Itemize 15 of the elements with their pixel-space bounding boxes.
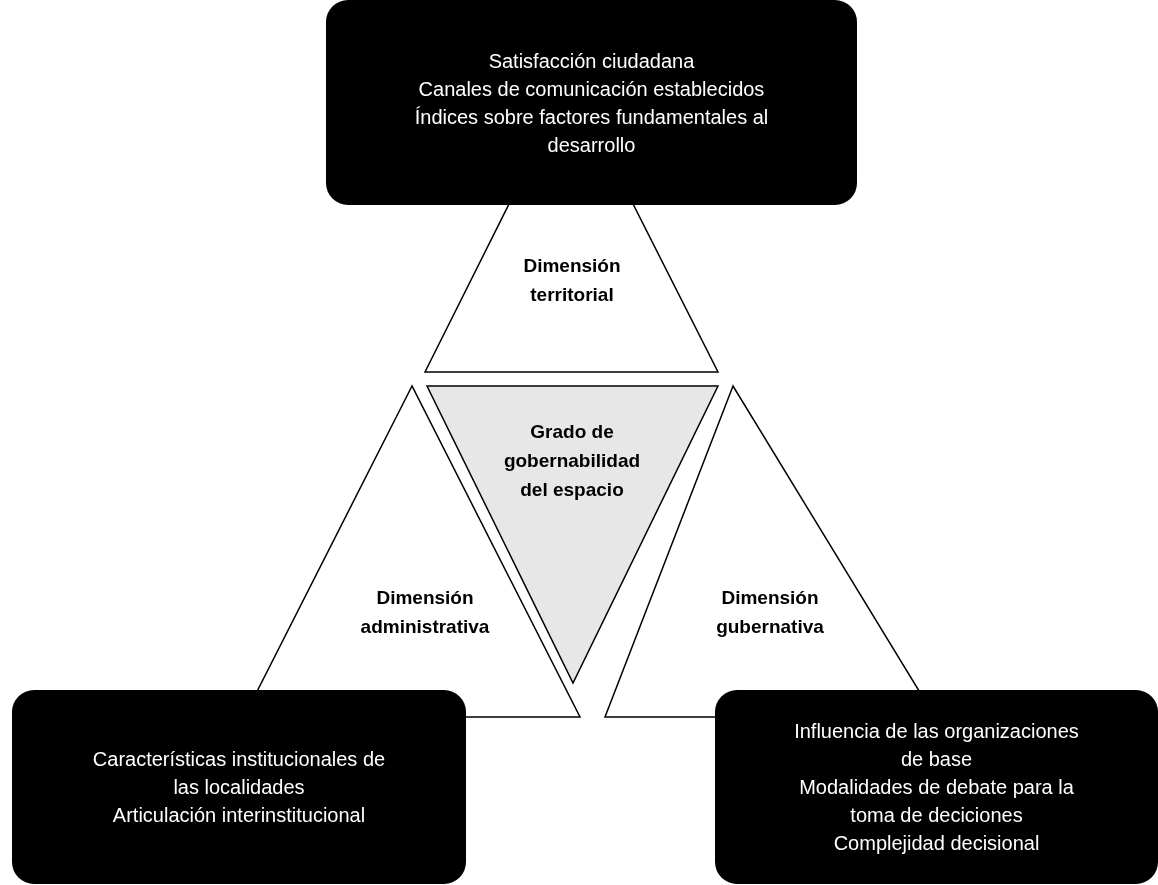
panel-text: Modalidades de debate para la toma de deciciones: [798, 775, 1075, 828]
dimension-label: Dimensión gubernativa: [715, 586, 825, 639]
dimension-label: Grado de gobernabilidad del espacio: [502, 419, 642, 502]
text-panel: [12, 690, 466, 884]
panel-text: Índices sobre factores fundamentales al desarrollo: [413, 104, 770, 158]
dimension-label: Dimensión territorial: [522, 254, 622, 307]
panel-text: Articulación interinstitucional: [111, 803, 367, 828]
panel-text: Complejidad decisional: [832, 831, 1041, 856]
panel-text: Influencia de las organizaciones de base: [793, 719, 1080, 772]
panel-text: Características institucionales de las localidades: [91, 747, 387, 800]
panel-text: Canales de comunicación establecidos: [417, 76, 766, 102]
text-panel: [715, 690, 1158, 884]
dimension-label: Dimensión administrativa: [359, 586, 491, 639]
text-panel: [326, 0, 857, 205]
panel-text: Satisfacción ciudadana: [487, 48, 696, 74]
